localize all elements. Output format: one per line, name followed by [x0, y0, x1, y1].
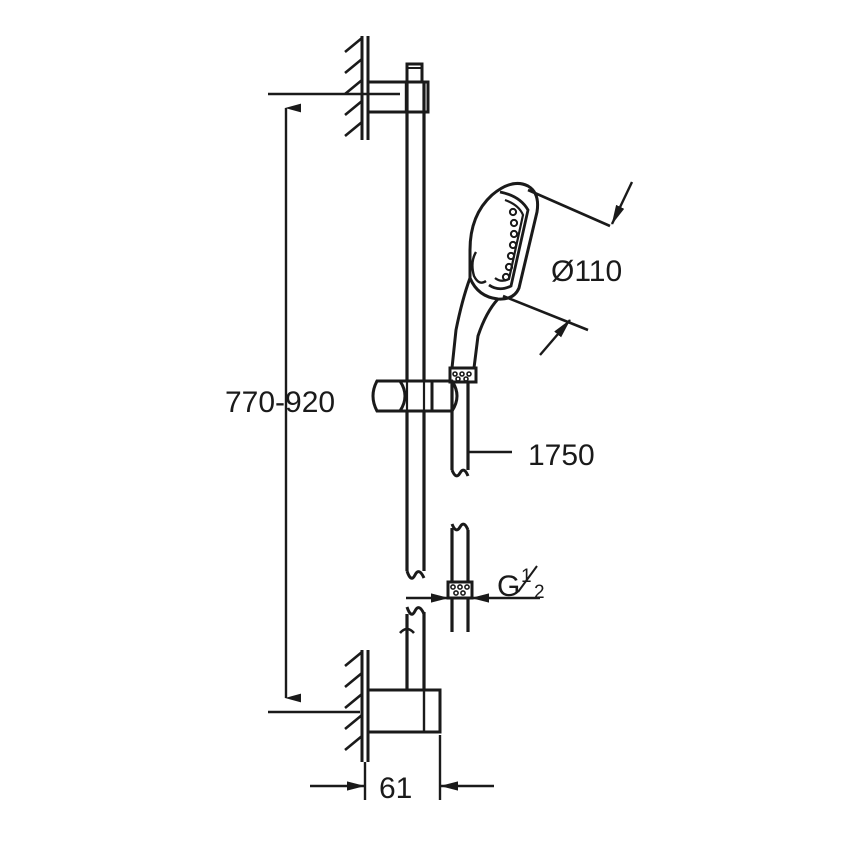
shower-hose	[446, 382, 474, 632]
upper-wall-hatching	[344, 36, 370, 140]
handshower	[448, 182, 540, 384]
slider-holder	[371, 379, 459, 413]
handshower-outlet-knurl	[452, 371, 472, 382]
dimension-rail-height	[268, 92, 400, 714]
rail-end-cap	[405, 62, 424, 84]
lower-wall-bracket	[368, 688, 442, 734]
lower-wall-hatching	[344, 650, 370, 762]
spray-nozzles	[501, 207, 519, 282]
dimension-label-spray-diameter: Ø110	[551, 255, 622, 288]
thread-label-numerator: 1	[521, 566, 532, 587]
dimension-wall-projection	[310, 735, 494, 800]
dimension-label-rail-height: 770-920	[225, 386, 335, 419]
upper-wall-bracket	[368, 80, 430, 114]
dimension-label-thread-size: G 1 2	[497, 565, 545, 603]
shower-rail-lower	[405, 411, 426, 690]
thread-label-letter: G	[497, 570, 520, 603]
thread-label-fraction-bar	[517, 565, 538, 593]
dimension-label-wall-projection: 61	[379, 772, 412, 805]
thread-label-denominator: 2	[534, 582, 545, 603]
hose-connector-knurl	[450, 584, 470, 596]
dimension-spray-diameter	[502, 181, 634, 356]
shower-rail-upper	[405, 82, 426, 382]
rail-bottom-tip	[399, 627, 415, 634]
dimension-label-hose-length: 1750	[528, 439, 595, 472]
